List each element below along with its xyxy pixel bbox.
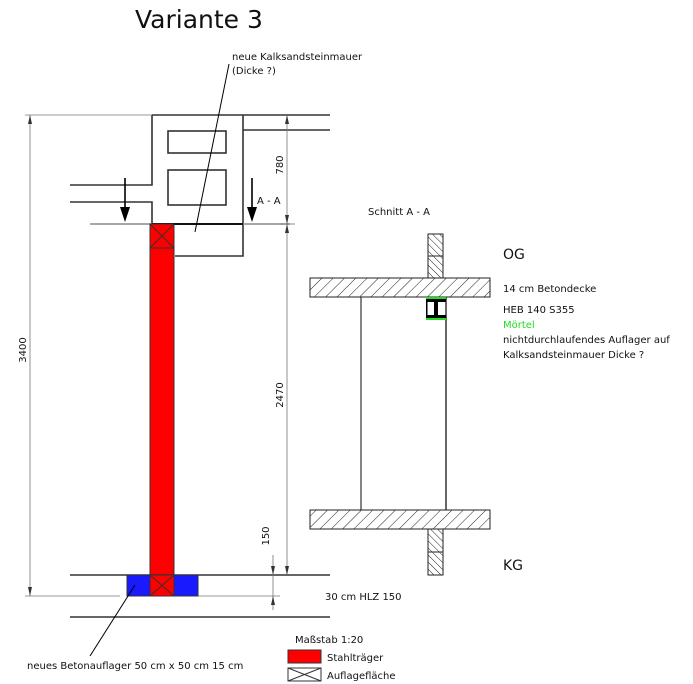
- legend-steel-swatch: [287, 649, 322, 664]
- slab-label: 14 cm Betondecke: [503, 284, 596, 295]
- note-line-1: nichtdurchlaufendes Auflager auf: [503, 335, 670, 346]
- new-wall-label: neue Kalksandsteinmauer: [232, 52, 363, 63]
- scale-label: Maßstab 1:20: [295, 635, 363, 646]
- legend-bearing-label: Auflagefläche: [327, 671, 396, 682]
- upper-slab: [309, 277, 491, 298]
- support-label: neues Betonauflager 50 cm x 50 cm 15 cm: [27, 661, 243, 672]
- bearing-area-bottom: [149, 574, 175, 597]
- mortar-label: Mörtel: [503, 320, 535, 331]
- dimension-lines: [25, 114, 295, 610]
- beam-label: HEB 140 S355: [503, 305, 575, 316]
- dimension-780: 780: [275, 155, 286, 174]
- section-title: Schnitt A - A: [368, 207, 430, 218]
- drawing-title: Variante 3: [135, 5, 263, 34]
- bearing-area-top: [149, 223, 175, 249]
- dimension-total: 3400: [18, 337, 29, 362]
- window-upper: [167, 130, 227, 154]
- section-arrow-left: [120, 178, 130, 222]
- upper-floor-label: OG: [503, 247, 525, 263]
- new-wall-leader: [194, 63, 230, 233]
- window-lower: [167, 169, 227, 206]
- support-leader: [89, 584, 136, 657]
- new-wall-thickness-label: (Dicke ?): [232, 66, 276, 77]
- section-arrow-right: [247, 178, 257, 222]
- dimension-2470: 2470: [275, 382, 286, 407]
- section-mark-label: A - A: [257, 196, 281, 207]
- note-line-2: Kalksandsteinmauer Dicke ?: [503, 350, 644, 361]
- legend-steel-label: Stahlträger: [327, 653, 384, 664]
- legend: Maßstab 1:20 Stahlträger Auflagefläche: [287, 635, 396, 682]
- heb-beam: [426, 297, 446, 320]
- lower-floor-label: KG: [503, 558, 523, 574]
- steel-column: [149, 223, 175, 597]
- lower-slab: [309, 509, 491, 530]
- dimension-150: 150: [261, 526, 272, 545]
- hlz-label: 30 cm HLZ 150: [325, 592, 402, 603]
- section-drawing: [309, 233, 491, 576]
- wall-elevation: [70, 114, 330, 257]
